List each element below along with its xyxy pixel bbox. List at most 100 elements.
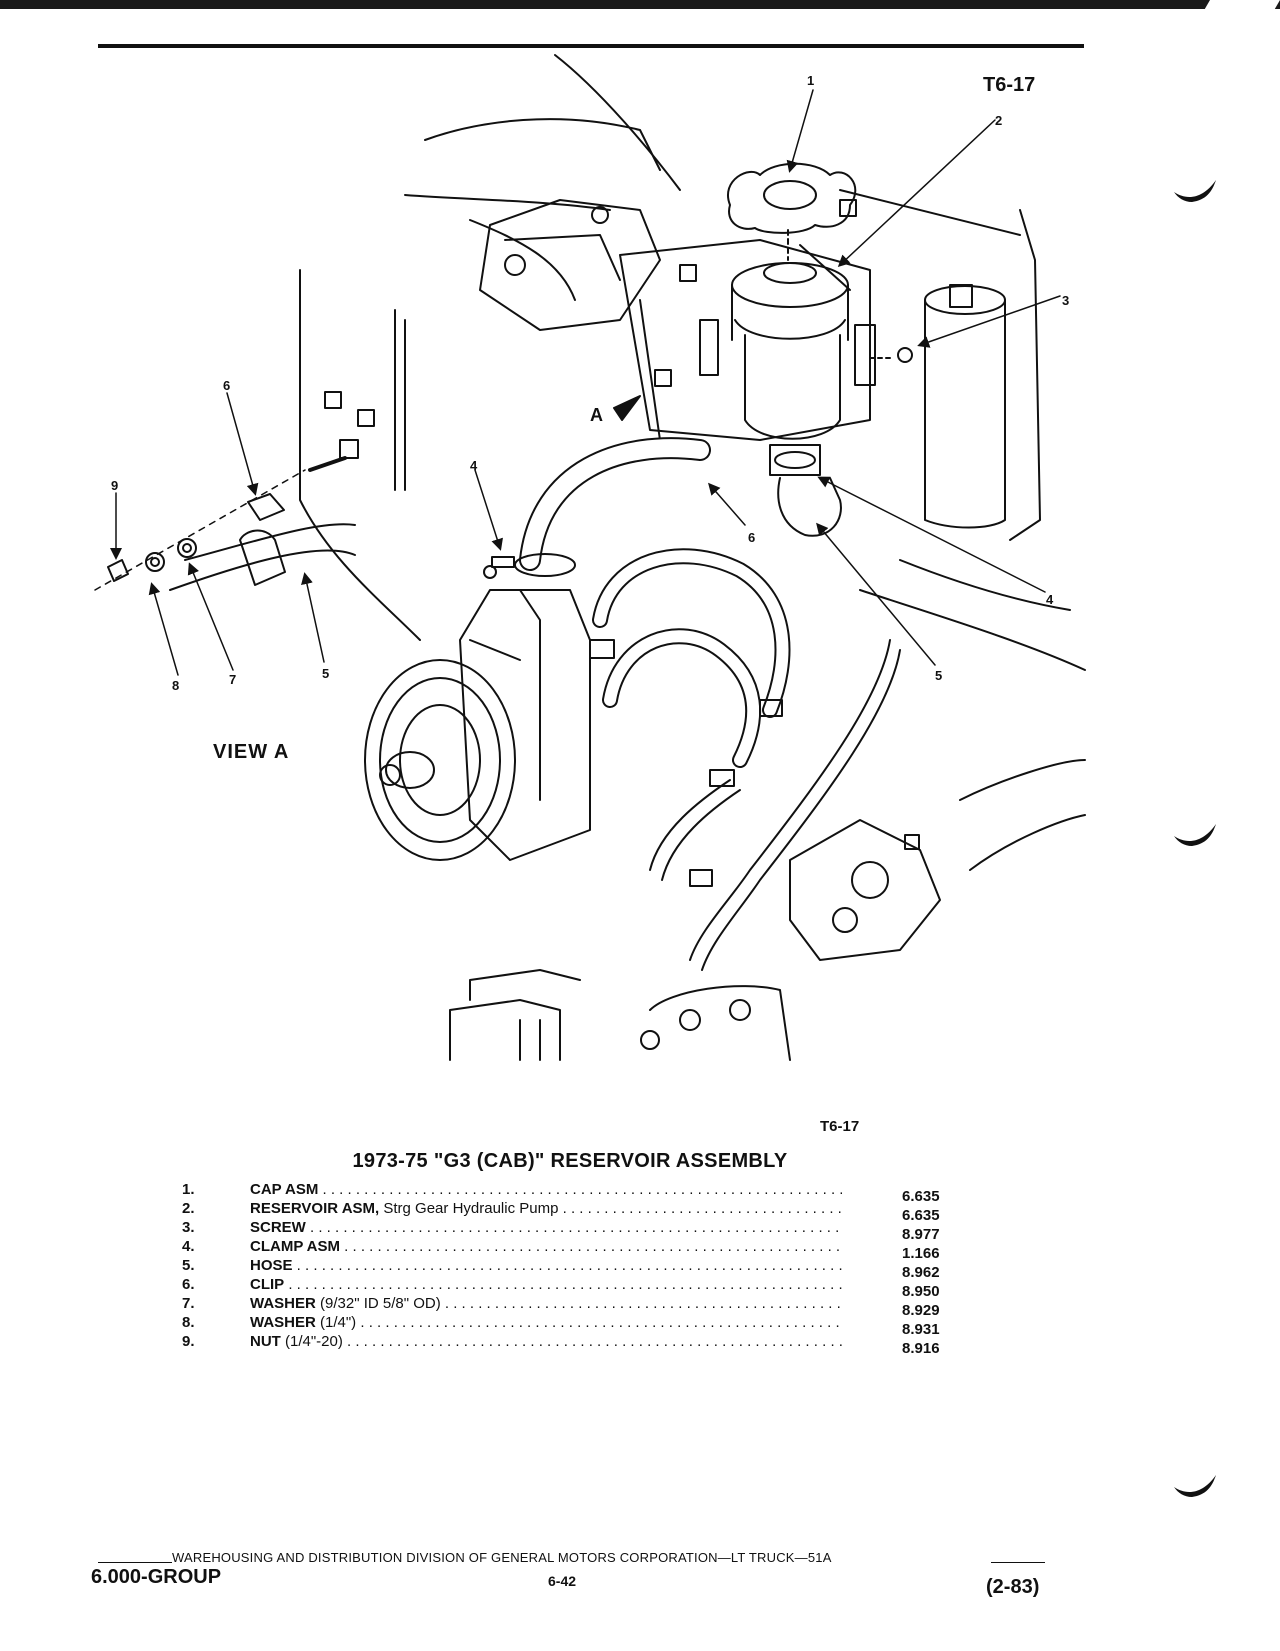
part-description: CAP ASM xyxy=(250,1180,842,1199)
callout-1: 1 xyxy=(807,73,814,88)
footer-left-rule xyxy=(98,1562,172,1563)
steering-gear xyxy=(789,759,1086,961)
callout-9: 9 xyxy=(111,478,118,493)
body-panel xyxy=(299,269,421,641)
pump-pulley xyxy=(364,659,516,861)
footer-group-number: 6.000-GROUP xyxy=(91,1566,222,1588)
part-description: RESERVOIR ASM, Strg Gear Hydraulic Pump xyxy=(250,1199,842,1218)
part-name: WASHER xyxy=(250,1314,316,1331)
part-description: HOSE xyxy=(250,1256,842,1275)
part-qualifier: Strg Gear Hydraulic Pump xyxy=(379,1200,559,1217)
group-number: 8.977 xyxy=(902,1226,940,1243)
callout-5-view-a: 5 xyxy=(322,666,329,681)
pressure-hoses xyxy=(589,548,791,768)
view-a-label: VIEW A xyxy=(213,741,290,763)
firewall-top xyxy=(839,189,1021,236)
steering-box xyxy=(469,199,661,331)
parts-row: 4. CLAMP ASM 1.166 xyxy=(182,1237,962,1262)
part-name: RESERVOIR ASM, xyxy=(250,1200,380,1217)
binder-hole-mark xyxy=(1174,1475,1216,1497)
footer-publisher-line: WAREHOUSING AND DISTRIBUTION DIVISION OF… xyxy=(172,1550,832,1565)
supply-hose xyxy=(519,437,711,571)
parts-table-title: 1973-75 "G3 (CAB)" RESERVOIR ASSEMBLY xyxy=(352,1150,788,1172)
part-name: CLIP xyxy=(250,1276,285,1293)
group-number: 6.635 xyxy=(902,1207,940,1224)
callout-4-lower: 4 xyxy=(1046,592,1054,607)
crossmember xyxy=(449,969,791,1061)
group-number: 8.962 xyxy=(902,1264,940,1281)
part-name: CAP ASM xyxy=(250,1181,319,1198)
parts-row: 6. CLIP 8.950 xyxy=(182,1275,962,1300)
leader-lines xyxy=(110,89,1061,676)
group-number: 8.931 xyxy=(902,1321,940,1338)
part-number: 3. xyxy=(182,1219,195,1236)
callout-5: 5 xyxy=(935,668,942,683)
part-name: CLAMP ASM xyxy=(250,1238,340,1255)
callout-labels: 1 2 3 4 5 6 4 5 6 9 8 7 5 A xyxy=(111,73,1069,693)
parts-row: 9. NUT (1/4"-20) 8.916 xyxy=(182,1332,962,1357)
parts-row: 2. RESERVOIR ASM, Strg Gear Hydraulic Pu… xyxy=(182,1199,962,1224)
part-description: WASHER (9/32" ID 5/8" OD) xyxy=(250,1294,842,1313)
callout-2: 2 xyxy=(995,113,1002,128)
callout-8: 8 xyxy=(172,678,179,693)
callout-3: 3 xyxy=(1062,293,1069,308)
parts-row: 1. CAP ASM 6.635 xyxy=(182,1180,962,1205)
reservoir-body xyxy=(699,262,876,440)
part-description: WASHER (1/4") xyxy=(250,1313,842,1332)
parts-row: 7. WASHER (9/32" ID 5/8" OD) 8.929 xyxy=(182,1294,962,1319)
part-number: 5. xyxy=(182,1257,195,1274)
group-number: 8.929 xyxy=(902,1302,940,1319)
view-a-hardware xyxy=(94,391,375,591)
view-a-arrow-label: A xyxy=(590,405,603,425)
parts-row: 3. SCREW 8.977 xyxy=(182,1218,962,1243)
parts-table: 1. CAP ASM 6.635 2. RESERVOIR ASM, Strg … xyxy=(182,1180,962,1357)
part-number: 1. xyxy=(182,1181,195,1198)
part-qualifier: (1/4"-20) xyxy=(280,1333,343,1350)
callout-6: 6 xyxy=(748,530,755,545)
part-description: CLAMP ASM xyxy=(250,1237,842,1256)
page-top-edge xyxy=(0,0,1280,9)
firewall-panel xyxy=(1009,209,1041,541)
footer-right-rule xyxy=(991,1562,1045,1563)
part-description: CLIP xyxy=(250,1275,842,1294)
parts-row: 5. HOSE 8.962 xyxy=(182,1256,962,1281)
part-name: SCREW xyxy=(250,1219,306,1236)
steel-lines xyxy=(649,639,901,971)
part-description: NUT (1/4"-20) xyxy=(250,1332,842,1351)
engine-outline xyxy=(424,118,661,171)
solenoid-canister xyxy=(897,284,1006,529)
power-steering-pump xyxy=(459,589,591,861)
group-number: 8.950 xyxy=(902,1283,940,1300)
hose-clamp xyxy=(483,553,576,579)
figure-code-top: T6-17 xyxy=(983,74,1036,96)
body-line xyxy=(404,194,611,211)
part-name: NUT xyxy=(250,1333,281,1350)
callout-4: 4 xyxy=(470,458,478,473)
part-number: 4. xyxy=(182,1238,195,1255)
part-qualifier: (9/32" ID 5/8" OD) xyxy=(315,1295,441,1312)
callout-6-view-a: 6 xyxy=(223,378,230,393)
frame-rail xyxy=(859,589,1086,671)
header-rule xyxy=(98,44,1084,48)
figure-code-bottom: T6-17 xyxy=(820,1118,860,1135)
part-number: 6. xyxy=(182,1276,195,1293)
footer-page-number: 6-42 xyxy=(548,1573,577,1589)
reservoir-outlet xyxy=(769,444,842,537)
callout-7: 7 xyxy=(229,672,236,687)
group-number: 1.166 xyxy=(902,1245,940,1262)
part-number: 7. xyxy=(182,1295,195,1312)
part-qualifier: (1/4") xyxy=(315,1314,357,1331)
part-name: WASHER xyxy=(250,1295,316,1312)
part-description: SCREW xyxy=(250,1218,842,1237)
group-number: 8.916 xyxy=(902,1340,940,1357)
footer-revision-date: (2-83) xyxy=(986,1576,1040,1598)
fender-line xyxy=(554,54,681,191)
part-name: HOSE xyxy=(250,1257,293,1274)
group-number: 6.635 xyxy=(902,1188,940,1205)
reservoir-cap xyxy=(727,162,857,234)
binder-hole-mark xyxy=(1174,824,1216,846)
binder-hole-mark xyxy=(1174,180,1216,202)
frame-rail-2 xyxy=(899,559,1071,611)
part-number: 9. xyxy=(182,1333,195,1350)
view-a-arrow xyxy=(613,395,641,421)
